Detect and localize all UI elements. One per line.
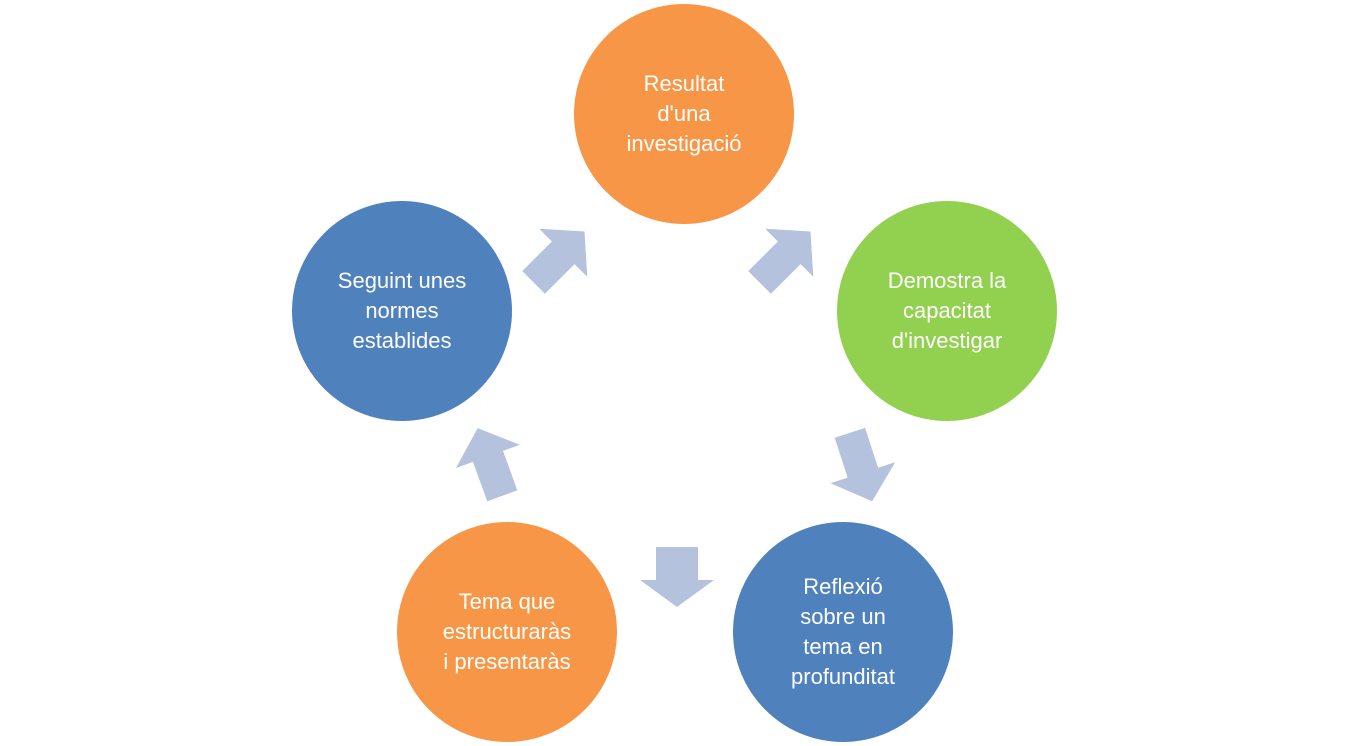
arrow-1-to-2 [748,228,814,294]
node-label: Reflexió sobre un tema en profunditat [791,574,895,689]
node-demostra: Demostra la capacitat d'investigar [837,201,1057,421]
node-reflexio: Reflexió sobre un tema en profunditat [733,522,953,742]
node-tema: Tema que estructuraràs i presentaràs [397,522,617,742]
arrow-5-to-1 [522,228,588,294]
node-resultat: Resultat d'una investigació [574,4,794,224]
node-seguint: Seguint unes normes establides [292,201,512,421]
node-label: Resultat d'una investigació [626,71,742,156]
arrow-3-to-4 [640,547,714,607]
node-label: Demostra la capacitat d'investigar [887,268,1007,353]
node-label: Tema que estructuraràs i presentaràs [442,589,572,674]
node-label: Seguint unes normes establides [337,268,467,353]
arrow-4-to-5 [455,428,520,502]
arrow-2-to-3 [830,427,896,502]
